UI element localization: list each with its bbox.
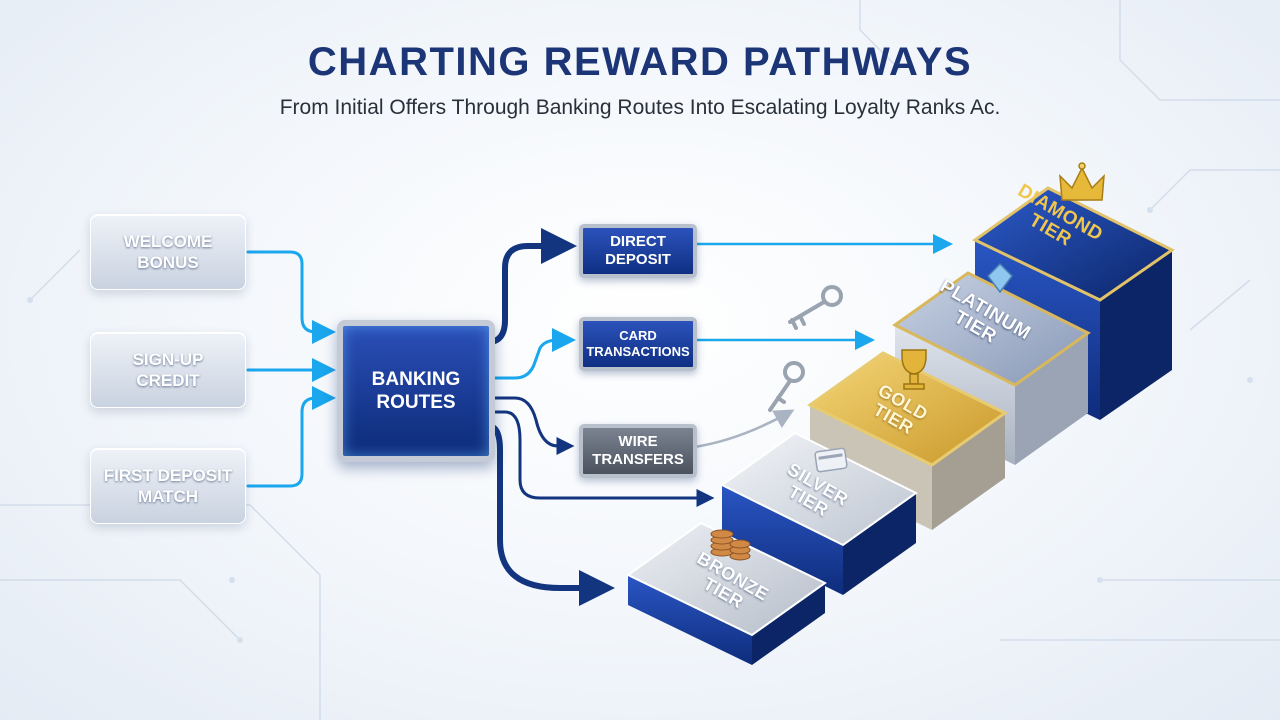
connector-hub-direct bbox=[485, 228, 577, 345]
page-subtitle: From Initial Offers Through Banking Rout… bbox=[279, 96, 1001, 119]
crown-icon bbox=[1059, 162, 1105, 201]
diamond-icon bbox=[987, 262, 1013, 294]
connector-hub-wire bbox=[486, 396, 575, 455]
hub-label: BANKING ROUTES bbox=[371, 369, 461, 413]
coin-stack-icon bbox=[710, 529, 751, 561]
offer-welcome-label: WELCOME BONUS bbox=[123, 232, 213, 272]
offer-first-deposit-match: FIRST DEPOSIT MATCH bbox=[90, 448, 246, 524]
route-direct-deposit: DIRECT DEPOSIT bbox=[579, 224, 697, 278]
silver-tier-block bbox=[720, 431, 918, 595]
card-icon bbox=[814, 447, 848, 473]
connector-hub-silver bbox=[486, 410, 715, 507]
connector-wire-gold bbox=[692, 409, 795, 449]
connector-firstdeposit-hub bbox=[246, 386, 336, 488]
connector-hub-card bbox=[486, 328, 576, 380]
route-wire-label: WIRE TRANSFERS bbox=[592, 433, 684, 468]
route-card-label: CARD TRANSACTIONS bbox=[586, 328, 690, 359]
connector-hub-bronze bbox=[485, 423, 615, 606]
offer-signup-label: SIGN-UP CREDIT bbox=[132, 350, 204, 390]
offer-welcome-bonus: WELCOME BONUS bbox=[90, 214, 246, 290]
route-wire-transfers: WIRE TRANSFERS bbox=[579, 424, 697, 478]
banking-routes-hub: BANKING ROUTES bbox=[337, 320, 495, 462]
trophy-icon bbox=[901, 349, 927, 390]
route-card-transactions: CARD TRANSACTIONS bbox=[579, 317, 697, 371]
connector-welcome-hub bbox=[246, 250, 336, 344]
bronze-tier-block bbox=[626, 521, 827, 665]
key-icon bbox=[768, 361, 805, 412]
page-title: CHARTING REWARD PATHWAYS bbox=[307, 40, 973, 84]
key-icon bbox=[788, 285, 843, 330]
route-direct-label: DIRECT DEPOSIT bbox=[605, 233, 671, 268]
offer-firstdeposit-label: FIRST DEPOSIT MATCH bbox=[103, 466, 233, 506]
offer-signup-credit: SIGN-UP CREDIT bbox=[90, 332, 246, 408]
